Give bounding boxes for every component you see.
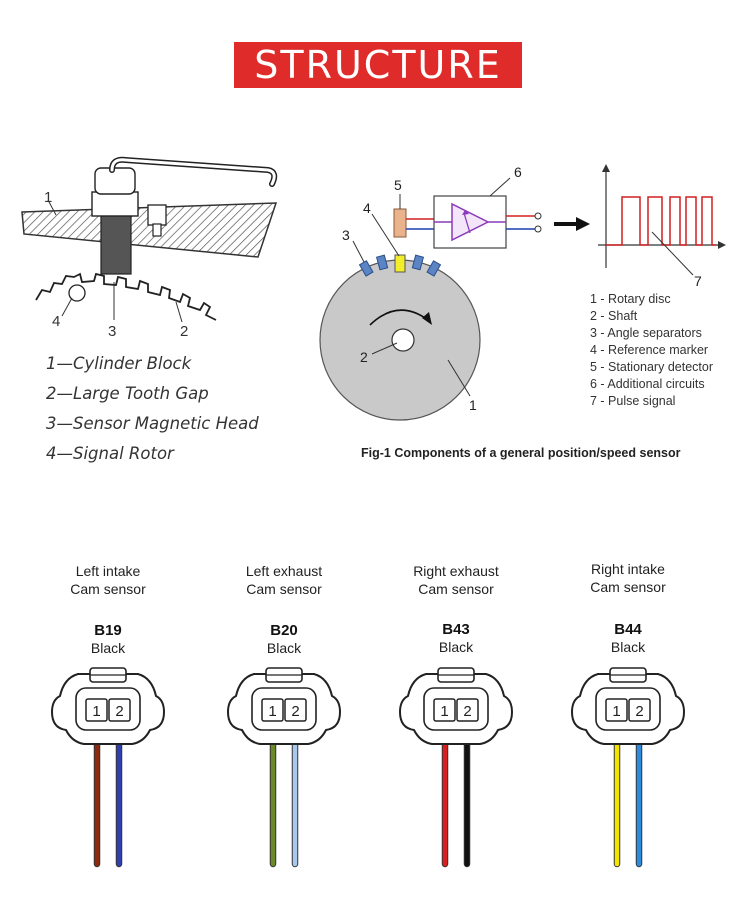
- left-callout-2: 2: [180, 323, 188, 340]
- pin-cavity: [605, 698, 628, 722]
- right-callout-3: 3: [342, 227, 350, 243]
- signal-rotor: [35, 272, 217, 321]
- connector-color-label: Black: [610, 639, 646, 655]
- pin-number: 2: [115, 703, 123, 720]
- shaft: [391, 328, 415, 352]
- right-callout-7: 7: [694, 273, 702, 289]
- right-callout-5: 5: [394, 177, 402, 193]
- right-callout-6: 6: [514, 164, 522, 180]
- right-callout-1: 1: [469, 397, 477, 413]
- pin-cavity: [284, 698, 307, 722]
- left-callout-1: 1: [44, 189, 52, 206]
- connector-title-line2: Cam sensor: [418, 581, 494, 597]
- right-legend-item-2: 2 - Shaft: [590, 309, 638, 323]
- connector-code: B19: [94, 622, 122, 639]
- right-legend-item-6: 6 - Additional circuits: [590, 377, 705, 391]
- right-legend-item-7: 7 - Pulse signal: [590, 394, 676, 408]
- connector-color-label: Black: [90, 640, 126, 656]
- pin-cavity: [261, 698, 284, 722]
- pin-cavity: [628, 698, 651, 722]
- pulse-signal: [606, 196, 716, 246]
- connector-color-label: Black: [438, 639, 474, 655]
- connector-color-label: Black: [266, 640, 302, 656]
- pin-cavity: [456, 698, 479, 722]
- right-legend-item-1: 1 - Rotary disc: [590, 292, 671, 306]
- connector-title-line2: Cam sensor: [246, 581, 322, 597]
- pin-number: 1: [268, 703, 276, 720]
- pin-number: 1: [612, 703, 620, 720]
- connector-code: B44: [614, 621, 642, 638]
- sensor-magnetic-head: [100, 211, 132, 275]
- pin-number: 1: [440, 703, 448, 720]
- pin-number: 1: [92, 703, 100, 720]
- banner-title: STRUCTURE: [254, 43, 502, 87]
- pin-number: 2: [635, 703, 643, 720]
- left-legend-item-1: 1—Cylinder Block: [46, 354, 192, 373]
- connector-title-line1: Left exhaust: [245, 563, 323, 579]
- reference-marker: [394, 254, 406, 273]
- rotation-arrow-icon: [369, 309, 429, 326]
- left-callout-4: 4: [52, 313, 60, 330]
- angle-separator: [358, 260, 374, 277]
- pin-number: 2: [463, 703, 471, 720]
- angle-separator: [426, 260, 442, 277]
- output-arrow-icon: [576, 217, 590, 231]
- pin-cavity: [85, 698, 108, 722]
- connector-title-line2: Cam sensor: [590, 579, 666, 595]
- right-legend-item-4: 4 - Reference marker: [590, 343, 709, 357]
- angle-separator: [411, 254, 425, 271]
- large-tooth-gap-marker: [68, 284, 86, 302]
- pin-cavity: [433, 698, 456, 722]
- connector-title-line2: Cam sensor: [70, 581, 146, 597]
- connector-title-line1: Right intake: [591, 561, 665, 577]
- left-legend-item-2: 2—Large Tooth Gap: [46, 384, 209, 403]
- left-legend-item-3: 3—Sensor Magnetic Head: [46, 414, 259, 433]
- right-callout-2: 2: [360, 349, 368, 365]
- left-legend-item-4: 4—Signal Rotor: [46, 444, 174, 463]
- connector-code: B43: [442, 621, 470, 638]
- right-legend-item-3: 3 - Angle separators: [590, 326, 702, 340]
- structure-banner: STRUCTURE: [234, 42, 522, 88]
- right-legend-item-5: 5 - Stationary detector: [590, 360, 713, 374]
- cylinder-block: [21, 202, 278, 258]
- pin-number: 2: [291, 703, 299, 720]
- right-callout-4: 4: [363, 200, 371, 216]
- angle-separator: [375, 254, 389, 271]
- figure-caption: Fig-1 Components of a general position/s…: [361, 446, 681, 460]
- connector-title-line1: Right exhaust: [413, 563, 499, 579]
- pin-cavity: [108, 698, 131, 722]
- left-callout-3: 3: [108, 323, 116, 340]
- connector-title-line1: Left intake: [75, 563, 141, 579]
- connector-code: B20: [270, 622, 298, 639]
